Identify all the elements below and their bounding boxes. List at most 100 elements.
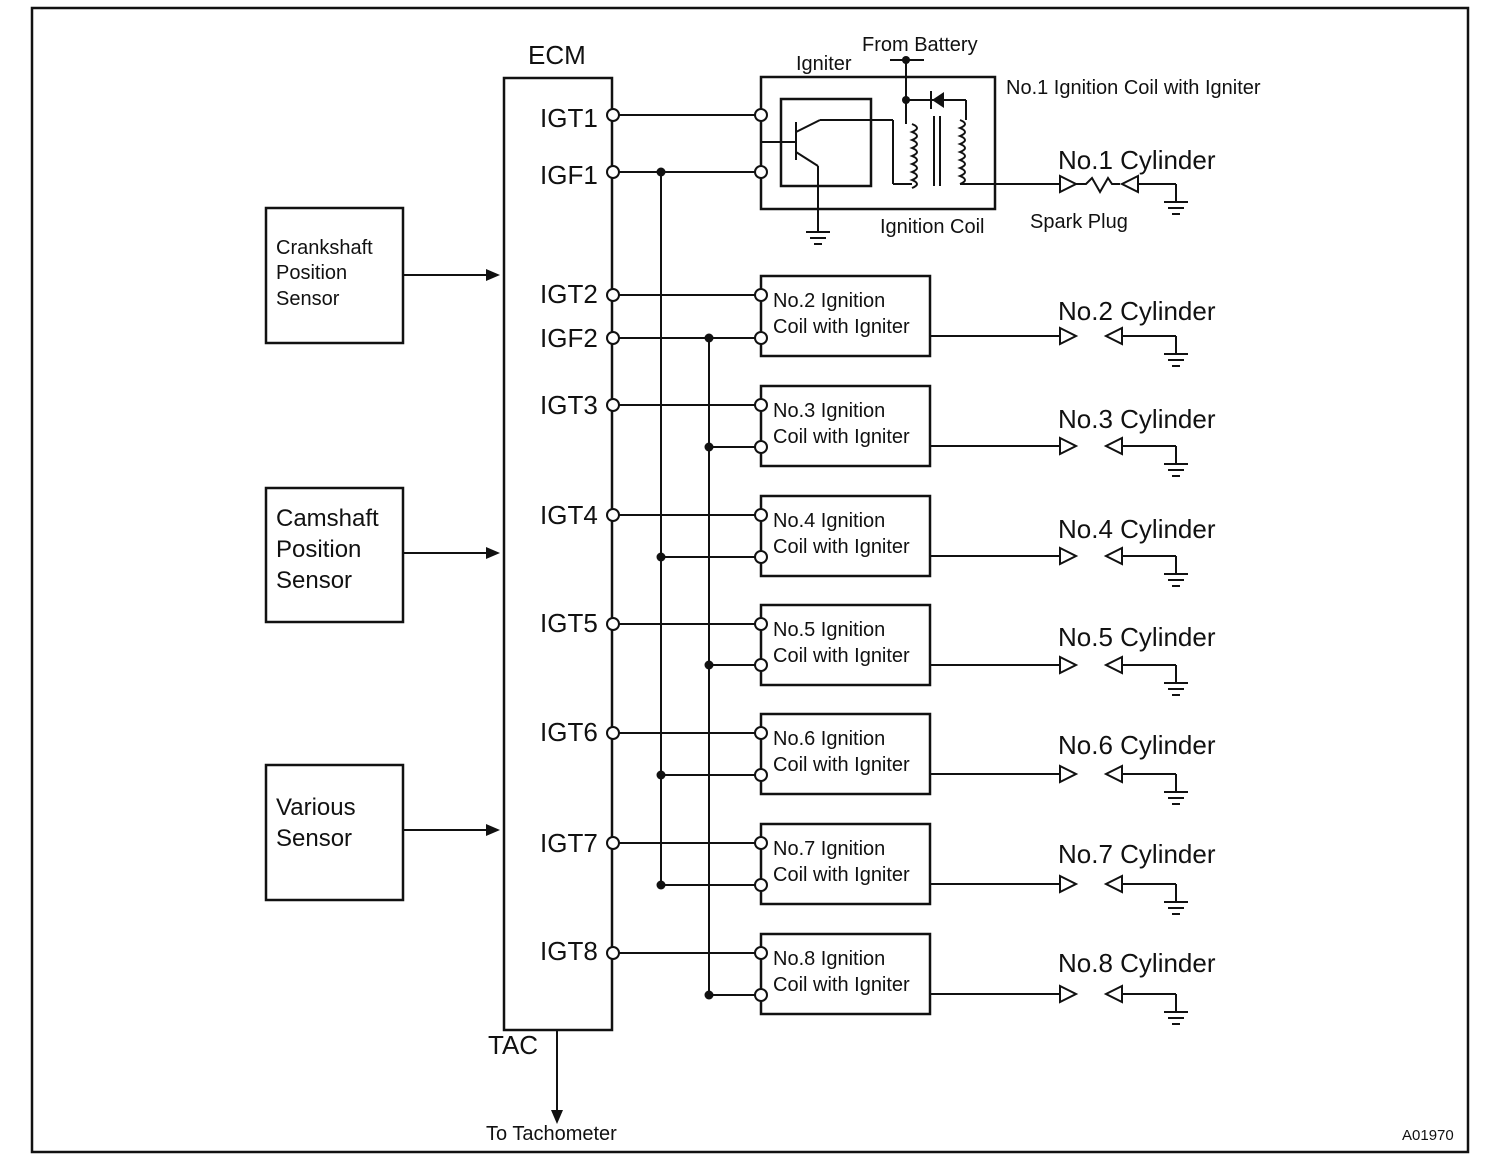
igt7-terminal (606, 836, 620, 850)
crankshaft-sensor-label-3: Sensor (276, 288, 340, 310)
cylinder-label-2: No.2 Cylinder (1058, 296, 1216, 326)
pin-label-igt4: IGT4 (540, 500, 598, 530)
camshaft-sensor-label-1: Camshaft (276, 505, 379, 532)
crankshaft-sensor-box (264, 206, 405, 345)
coil-box-5 (759, 603, 932, 687)
coil-box-8 (759, 932, 932, 1016)
igf2-terminal (606, 331, 620, 345)
pin-label-igf1: IGF1 (540, 160, 598, 190)
coil-box-7 (759, 822, 932, 906)
pin-label-igt7: IGT7 (540, 828, 598, 858)
cylinder-label-3: No.3 Cylinder (1058, 404, 1216, 434)
coil-label-7-line2: Coil with Igniter (773, 864, 910, 886)
camshaft-sensor-label-3: Sensor (276, 567, 352, 594)
camshaft-sensor-label-2: Position (276, 536, 361, 563)
spark-plug-icon (1059, 874, 1188, 915)
coil-box-2 (759, 274, 932, 358)
coil1-igf-terminal (754, 165, 768, 179)
spark-plug-icon (1059, 326, 1188, 367)
tachometer-arrow-icon (551, 1110, 563, 1124)
diode-icon (930, 91, 944, 109)
coil1-title: No.1 Ignition Coil with Igniter (1006, 77, 1261, 99)
coil-label-8-line2: Coil with Igniter (773, 974, 910, 996)
pin-label-igt3: IGT3 (540, 390, 598, 420)
coil-label-8-line1: No.8 Ignition (773, 948, 885, 970)
igt4-terminal (606, 508, 620, 522)
igf-junction-8 (704, 990, 714, 1000)
igt8-terminal (606, 946, 620, 960)
ignition-coil-label: Ignition Coil (880, 216, 985, 238)
coil-label-4-line1: No.4 Ignition (773, 510, 885, 532)
pin-label-igt5: IGT5 (540, 608, 598, 638)
igf1-terminal (606, 165, 620, 179)
coil-box-6 (759, 712, 932, 796)
igt6-terminal (606, 726, 620, 740)
coil-box-3 (759, 384, 932, 468)
igf-junction-7 (656, 880, 666, 890)
coil2-igt-terminal (754, 288, 768, 302)
coil3-igf-terminal (754, 440, 768, 454)
coil-box-4 (759, 494, 932, 578)
coil1-igt-terminal (754, 108, 768, 122)
spark-plug-icon (1059, 174, 1188, 215)
coil-label-4-line2: Coil with Igniter (773, 536, 910, 558)
transistor-icon (761, 119, 912, 232)
cylinder-label-1: No.1 Cylinder (1058, 145, 1216, 175)
coil-label-2-line1: No.2 Ignition (773, 290, 885, 312)
coil-label-3-line2: Coil with Igniter (773, 426, 910, 448)
camshaft-arrow-icon (486, 547, 500, 559)
figure-code: A01970 (1402, 1127, 1454, 1144)
various-sensor-label-1: Various (276, 794, 356, 821)
igt1-terminal (606, 108, 620, 122)
spark-plug-icon (1059, 764, 1188, 805)
coil-label-7-line1: No.7 Ignition (773, 838, 885, 860)
coil5-igf-terminal (754, 658, 768, 672)
crankshaft-sensor: Crankshaft Position Sensor (264, 206, 500, 345)
coil4-igf-terminal (754, 550, 768, 564)
igniter-label: Igniter (796, 53, 852, 75)
tac-label: TAC (488, 1030, 538, 1060)
crankshaft-arrow-icon (486, 269, 500, 281)
spark-plug-icon (1059, 984, 1188, 1025)
crankshaft-sensor-label-2: Position (276, 262, 347, 284)
various-sensor-box (264, 763, 405, 902)
pin-label-igt6: IGT6 (540, 717, 598, 747)
various-sensor-label-2: Sensor (276, 825, 352, 852)
cylinder-label-8: No.8 Cylinder (1058, 948, 1216, 978)
cylinder-label-6: No.6 Cylinder (1058, 730, 1216, 760)
cylinder-label-4: No.4 Cylinder (1058, 514, 1216, 544)
igf1-junction (656, 167, 666, 177)
igf-junction-2 (704, 333, 714, 343)
coil5-igt-terminal (754, 617, 768, 631)
coil7-igf-terminal (754, 878, 768, 892)
igt3-terminal (606, 398, 620, 412)
pin-label-igt2: IGT2 (540, 279, 598, 309)
coil8-igt-terminal (754, 946, 768, 960)
diagram-frame (30, 6, 1470, 1154)
igf-junction-3 (704, 442, 714, 452)
spark-plug-icon (1059, 436, 1188, 477)
coil6-igt-terminal (754, 726, 768, 740)
camshaft-sensor-box (264, 486, 405, 624)
spark-plug-icon (1059, 546, 1188, 587)
various-arrow-icon (486, 824, 500, 836)
ecm: ECM IGT1 IGF1 IGT2 IGF2 IGT3 IGT4 IGT5 I… (486, 40, 617, 1145)
coil8-igf-terminal (754, 988, 768, 1002)
igf-junction-6 (656, 770, 666, 780)
cylinder-label-7: No.7 Cylinder (1058, 839, 1216, 869)
crankshaft-sensor-label-1: Crankshaft (276, 237, 373, 259)
pin-label-igt1: IGT1 (540, 103, 598, 133)
battery-label: From Battery (862, 34, 978, 56)
igf-junction-5 (704, 660, 714, 670)
ecm-label: ECM (528, 40, 586, 70)
coil3-igt-terminal (754, 398, 768, 412)
coil-label-6-line2: Coil with Igniter (773, 754, 910, 776)
igt2-terminal (606, 288, 620, 302)
coil-label-2-line2: Coil with Igniter (773, 316, 910, 338)
